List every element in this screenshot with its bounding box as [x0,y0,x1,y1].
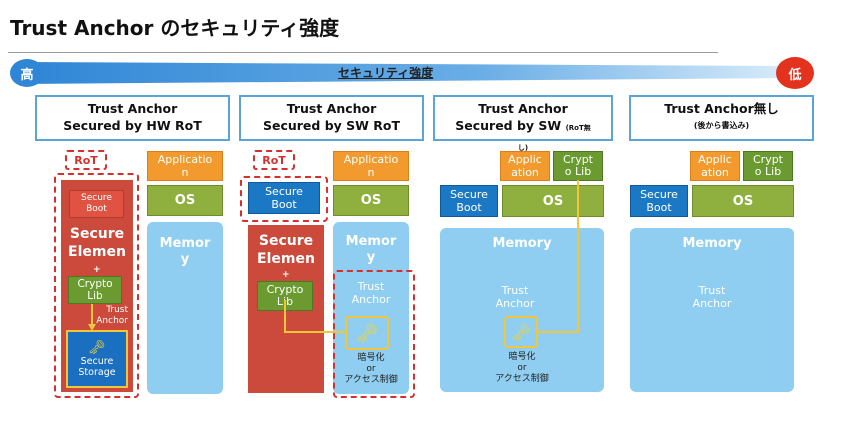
low-indicator: 低 [776,57,814,89]
memory-label: Memor y [159,236,211,267]
encryption-caption: 暗号化 or アクセス制御 [495,352,549,384]
secure-element-label: Secure Elemen [68,226,126,260]
rot-tag: RoT [253,150,295,170]
hw-rot-boundary [54,173,139,398]
memory-block: Memory [440,228,604,392]
crypto-lib-block: Crypto Lib [257,281,313,311]
crypto-to-storage-arrow [88,304,96,331]
memory-label: Memory [492,236,552,251]
secure-boot-block: Secure Boot [630,185,688,217]
application-block: Applicatio n [333,151,409,181]
os-block: OS [333,185,409,216]
memory-block: Memory [630,228,794,392]
column-header-sw: Trust Anchor Secured by SW (RoT無 し) [433,95,613,152]
os-block: OS [147,185,223,216]
application-block: Applic ation [500,151,550,181]
secure-element-label: Secure Elemen [257,233,315,267]
key-icon: 🗝 [510,322,532,342]
sw-rot-boundary [240,176,328,222]
secure-boot-block: Secure Boot [248,182,320,214]
memory-block: Memor y [333,222,409,394]
crypto-lib-block: Crypto Lib [68,276,122,304]
trust-anchor-label: Trust Anchor [495,284,535,310]
application-block: Applic ation [690,151,740,181]
key-icon: 🗝 [355,322,379,344]
plus-sign: + [93,265,101,275]
rot-tag: RoT [65,150,107,170]
page-title: Trust Anchor のセキュリティ強度 [10,16,340,40]
memory-label: Memor y [345,234,397,265]
crypto-lib-block: Crypt o Lib [553,151,603,181]
title-divider [8,52,718,53]
crypto-lib-block: Crypt o Lib [743,151,793,181]
strength-bar-label: セキュリティ強度 [338,66,434,80]
key-frame: 🗝 [345,316,389,350]
trust-anchor-label: Trust Anchor [351,280,391,306]
secure-boot-block: Secure Boot [69,190,124,218]
trust-anchor-label: Trust Anchor [692,284,732,310]
plus-sign: + [282,270,290,280]
sw-rot-memory-boundary [333,270,415,398]
key-icon: 🗝 [88,340,106,356]
strength-bar [22,62,790,84]
os-block: OS [502,185,604,217]
application-block: Applicatio n [147,151,223,181]
trust-anchor-label: Trust Anchor [96,305,128,326]
crypto-to-key-connector [284,300,345,333]
encryption-caption: 暗号化 or アクセス制御 [344,353,398,385]
crypto-to-key-connector [538,180,579,333]
high-indicator: 高 [10,59,44,87]
secure-storage-label: Secure Storage [78,356,116,378]
memory-label: Memory [682,236,742,251]
os-block: OS [692,185,794,217]
memory-block: Memor y [147,222,223,394]
column-header-none: Trust Anchor無し (後から書込み) [629,95,814,141]
key-frame: 🗝 [504,316,538,348]
secure-storage-block: 🗝 Secure Storage [66,330,128,388]
secure-boot-block: Secure Boot [440,185,498,217]
